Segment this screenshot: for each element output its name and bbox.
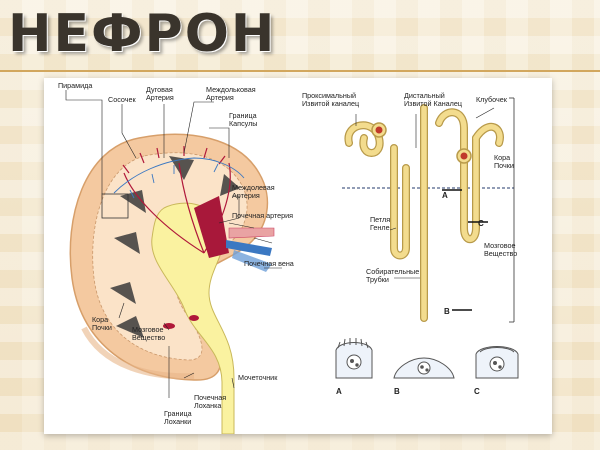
marker-a: A [442,191,448,200]
label-cortex-2: Почки [92,323,112,332]
label-proximal-1: Проксимальный [302,91,356,100]
slide-title: НЕФРОН [8,4,277,64]
label-cortex-1: Кора [92,315,108,324]
interlobar-artery [194,196,229,258]
cell-a [335,338,373,379]
label-nephron-medulla-1: Мозговое [484,241,515,250]
marker-c: C [478,219,484,228]
label-interlobular-artery-2: Артерия [206,93,234,102]
label-arcuate-artery-2: Артерия [146,93,174,102]
label-renal-vein: Почечная вена [244,259,294,268]
nephron-illustration [342,97,515,323]
label-pyramid: Пирамида [58,81,92,90]
label-renal-pelvis-1: Почечная [194,393,226,402]
label-proximal-2: Извитой каналец [302,99,359,108]
label-ureter: Мочеточник [238,373,278,382]
label-collecting-2: Трубки [366,275,389,284]
diagram-panel: Пирамида Сосочек Дуговая Артерия Междоль… [44,78,552,434]
label-nephron-medulla-2: Вещество [484,249,517,258]
label-interlobar-artery-2: Артерия [232,191,260,200]
nephron-leader-lines [355,107,495,279]
title-underline [0,70,600,72]
label-interlobular-artery-1: Междольковая [206,85,256,94]
cell-illustrations [335,338,519,379]
marker-b: B [444,307,450,316]
label-distal-1: Дистальный [404,91,445,100]
pyramids [110,156,240,338]
label-loop-2: Генле [370,223,390,232]
kidney-leader-lines [65,90,282,398]
label-collecting-1: Собирательные [366,267,419,276]
label-papilla: Сосочек [108,95,136,104]
renal-vein [226,240,272,256]
label-pelvis-border-1: Граница [164,409,192,418]
label-arcuate-artery-1: Дуговая [146,85,173,94]
cell-label-b: B [394,387,400,396]
label-pelvis-border-2: Лоханки [164,417,191,426]
label-glomerulus: Клубочек [476,95,508,104]
cell-label-a: A [336,387,342,396]
label-nephron-cortex-2: Почки [494,161,514,170]
cell-c [475,346,519,379]
label-renal-pelvis-2: Лоханка [194,401,221,410]
nephron-diagram: Пирамида Сосочек Дуговая Артерия Междоль… [58,81,519,434]
label-distal-2: Извитой Каналец [404,99,462,108]
label-interlobar-artery-1: Междолевая [232,183,275,192]
veins [113,157,245,199]
label-medulla-1: Мозговое [132,325,163,334]
label-capsule-border-2: Капсулы [229,119,257,128]
kidney-illustration [69,133,275,434]
label-capsule-border-1: Граница [229,111,257,120]
label-medulla-2: Вещество [132,333,165,342]
cell-b [393,357,455,379]
label-nephron-cortex-1: Кора [494,153,510,162]
pyramid-callout-box [101,193,129,219]
cell-label-c: C [474,387,480,396]
label-renal-artery: Почечная артерия [232,211,293,220]
label-loop-1: Петля [370,215,390,224]
renal-artery [228,227,275,239]
